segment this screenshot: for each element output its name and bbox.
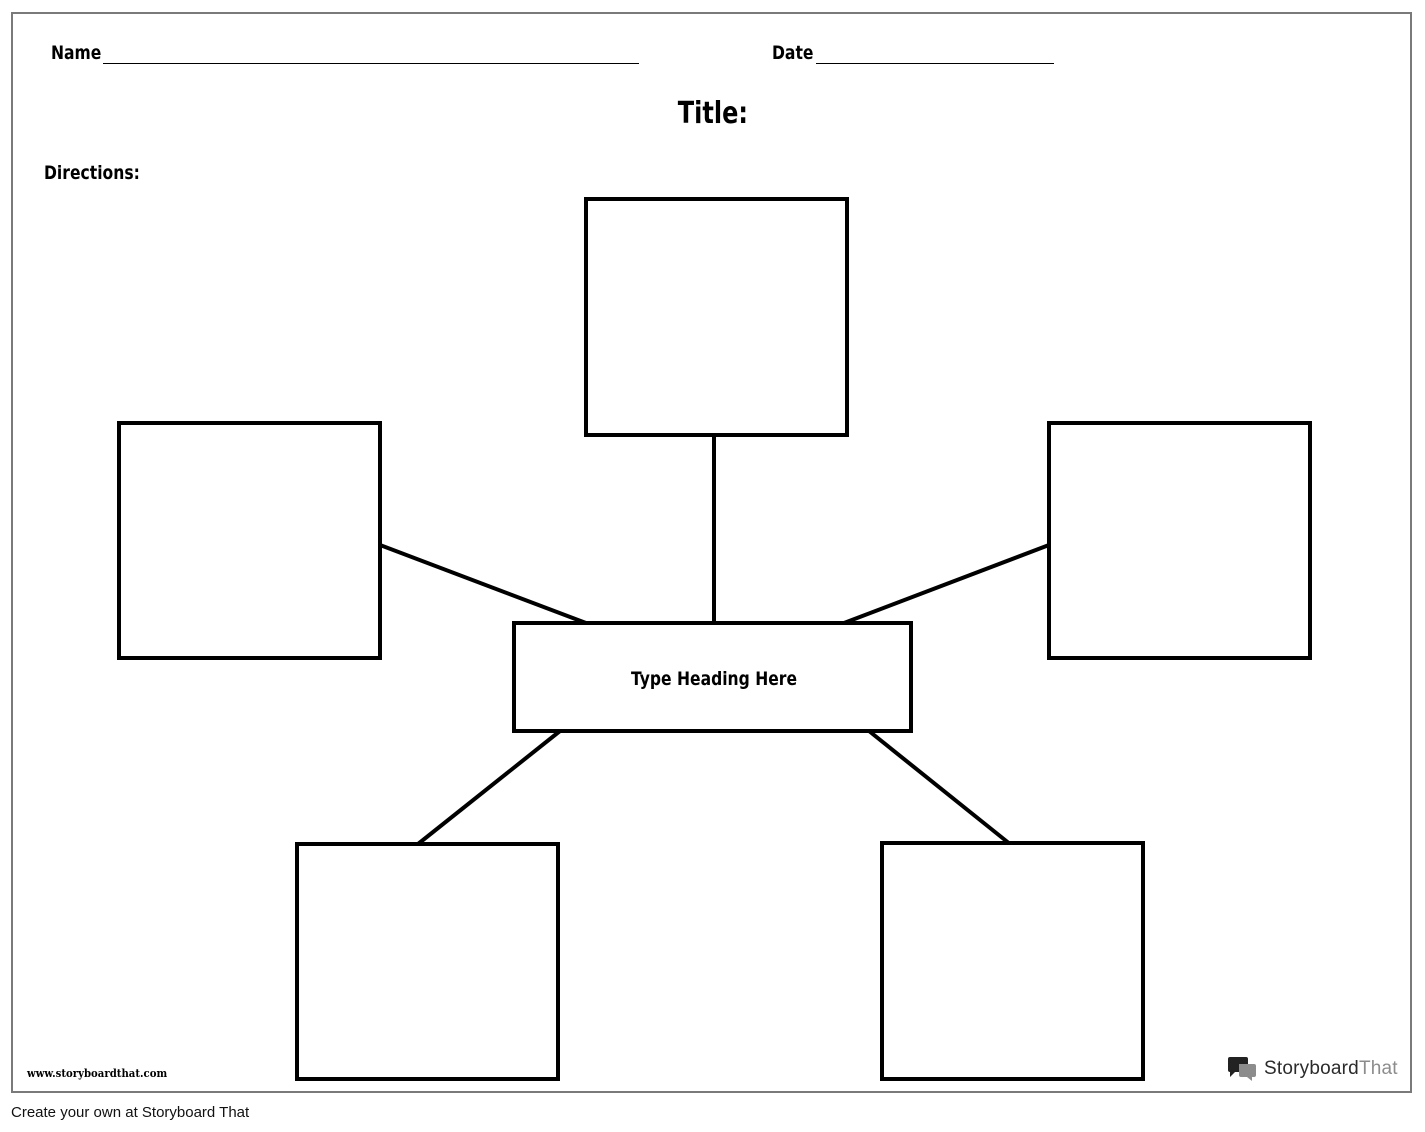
date-field-line[interactable] [816,63,1054,64]
center-heading-box[interactable] [512,621,913,733]
speech-bubbles-icon [1228,1057,1256,1081]
directions-label: Directions: [44,162,140,184]
site-url: www.storyboardthat.com [27,1067,168,1080]
box-bottom-right[interactable] [880,841,1145,1081]
name-label: Name [51,42,102,64]
box-right[interactable] [1047,421,1312,660]
brand-name: StoryboardThat [1264,1058,1398,1080]
brand-name-that: That [1358,1058,1398,1079]
box-top[interactable] [584,197,849,437]
box-bottom-left[interactable] [295,842,560,1081]
connector-bottom-left [416,729,562,846]
storyboardthat-logo: StoryboardThat [1226,1055,1398,1083]
connector-bottom-right [867,729,1012,846]
title-text: Title: [677,96,748,131]
box-left[interactable] [117,421,382,660]
brand-name-storyboard: Storyboard [1264,1058,1359,1079]
name-field-line[interactable] [103,63,639,64]
center-heading-text[interactable]: Type Heading Here [631,669,797,691]
connector-left [379,543,587,625]
title-label: Title: [0,96,1425,131]
connector-right [843,543,1050,625]
date-label: Date [772,42,814,64]
footer-create-link[interactable]: Create your own at Storyboard That [11,1104,250,1121]
